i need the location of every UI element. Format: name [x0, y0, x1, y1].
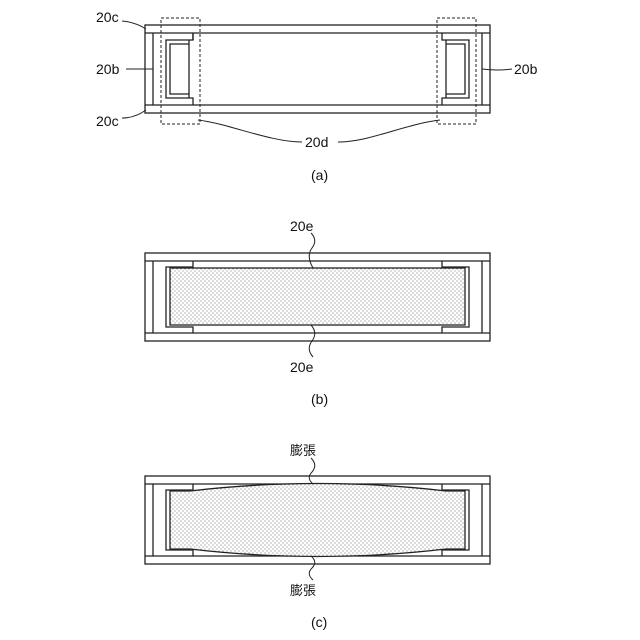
caption-a: (a) [311, 167, 328, 183]
leader-20d-right [338, 120, 440, 142]
label-20c-bottom: 20c [96, 113, 119, 129]
expanded-electrode-body [170, 484, 465, 557]
label-20c-top: 20c [96, 9, 119, 25]
label-expansion-bottom: 膨張 [290, 584, 316, 599]
leader-expansion-bottom [309, 556, 315, 580]
figure-a [122, 18, 512, 142]
label-20b-left: 20b [96, 61, 120, 77]
figure-b [145, 233, 490, 357]
leader-20c-top [122, 21, 146, 29]
leader-expansion-top [309, 458, 315, 484]
leader-20d-left [198, 120, 302, 142]
frame-outer [145, 25, 490, 113]
dashed-region-left [161, 18, 200, 124]
caption-b: (b) [311, 391, 328, 407]
leader-20b-right [482, 69, 512, 70]
leader-20e-top [309, 233, 315, 268]
caption-c: (c) [311, 614, 327, 630]
label-20b-right: 20b [514, 61, 538, 77]
leader-20c-bottom [122, 110, 146, 118]
label-20d: 20d [305, 134, 328, 150]
dashed-region-right [437, 18, 476, 124]
label-20e-bottom: 20e [290, 359, 314, 375]
label-expansion-top: 膨張 [290, 444, 316, 459]
label-20e-top: 20e [290, 218, 314, 234]
figure-c [145, 458, 490, 580]
electrode-body [170, 268, 465, 325]
